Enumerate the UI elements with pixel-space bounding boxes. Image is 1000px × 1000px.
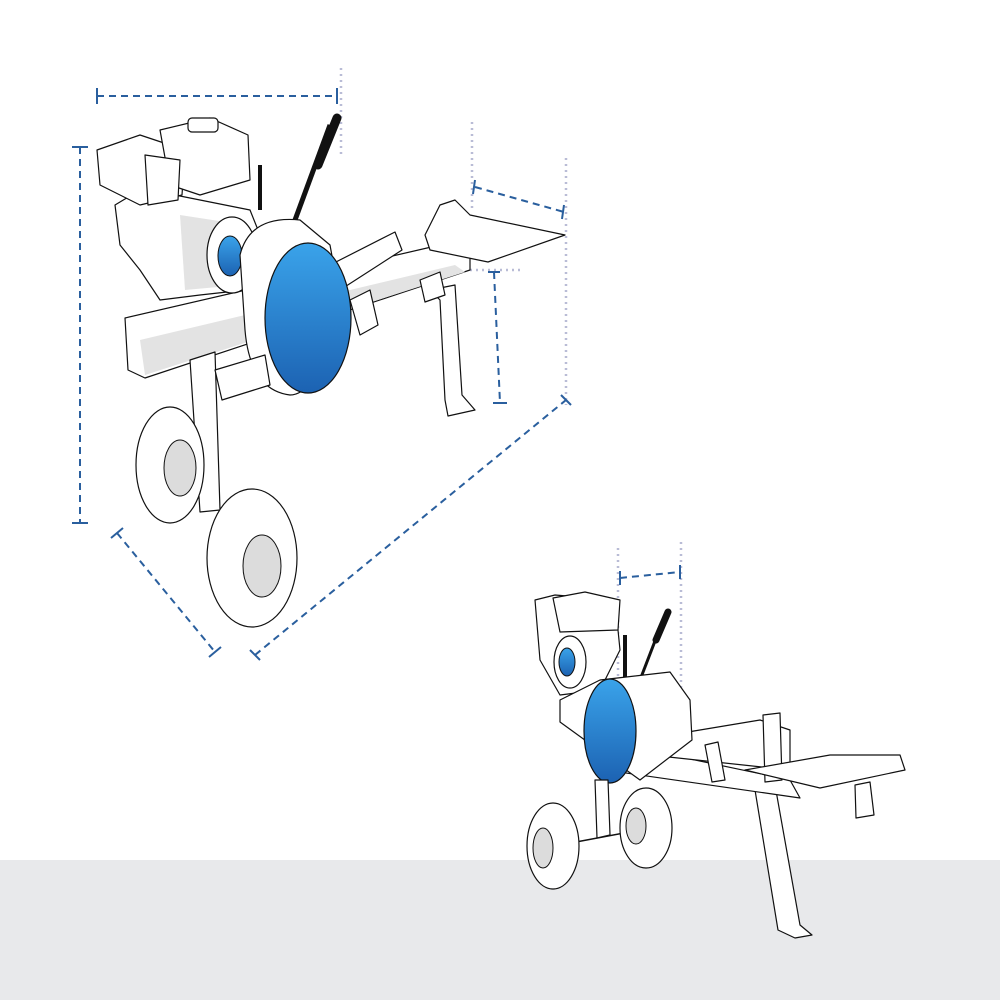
hydraulic-tank-cap — [264, 242, 352, 394]
axle-frame — [594, 779, 611, 839]
pump-cap — [217, 235, 243, 277]
large-splitter — [72, 68, 572, 661]
tray-foot — [854, 781, 875, 819]
dimension-wedge-width — [472, 179, 565, 220]
log-cradle — [419, 271, 446, 303]
small-splitter — [526, 542, 906, 939]
dimension-length — [249, 394, 572, 661]
pump-cap — [558, 647, 576, 677]
dimension-wedge-width-small — [619, 565, 681, 585]
engine-cover — [144, 154, 181, 206]
support-leg — [429, 284, 476, 417]
wheel-hub — [625, 807, 647, 845]
lever-grip-icon — [652, 608, 672, 644]
dimension-height — [72, 146, 88, 524]
fuel-cap — [187, 117, 219, 133]
wheel-hub — [242, 534, 282, 598]
floor — [0, 860, 1000, 1000]
wedge — [424, 199, 566, 263]
log-cradle — [349, 289, 379, 336]
hydraulic-tank-cap — [583, 678, 637, 784]
dimension-width-top — [96, 88, 338, 104]
lever-grip-icon — [313, 113, 342, 170]
fuel-tank — [552, 591, 621, 633]
axle-brace — [214, 354, 271, 401]
dimension-depth — [110, 527, 222, 658]
log-tray — [744, 754, 906, 789]
wheel-hub — [163, 439, 197, 497]
log-cradle — [704, 741, 726, 783]
dimension-wedge-height — [488, 271, 507, 404]
wheel-hub — [532, 827, 554, 869]
